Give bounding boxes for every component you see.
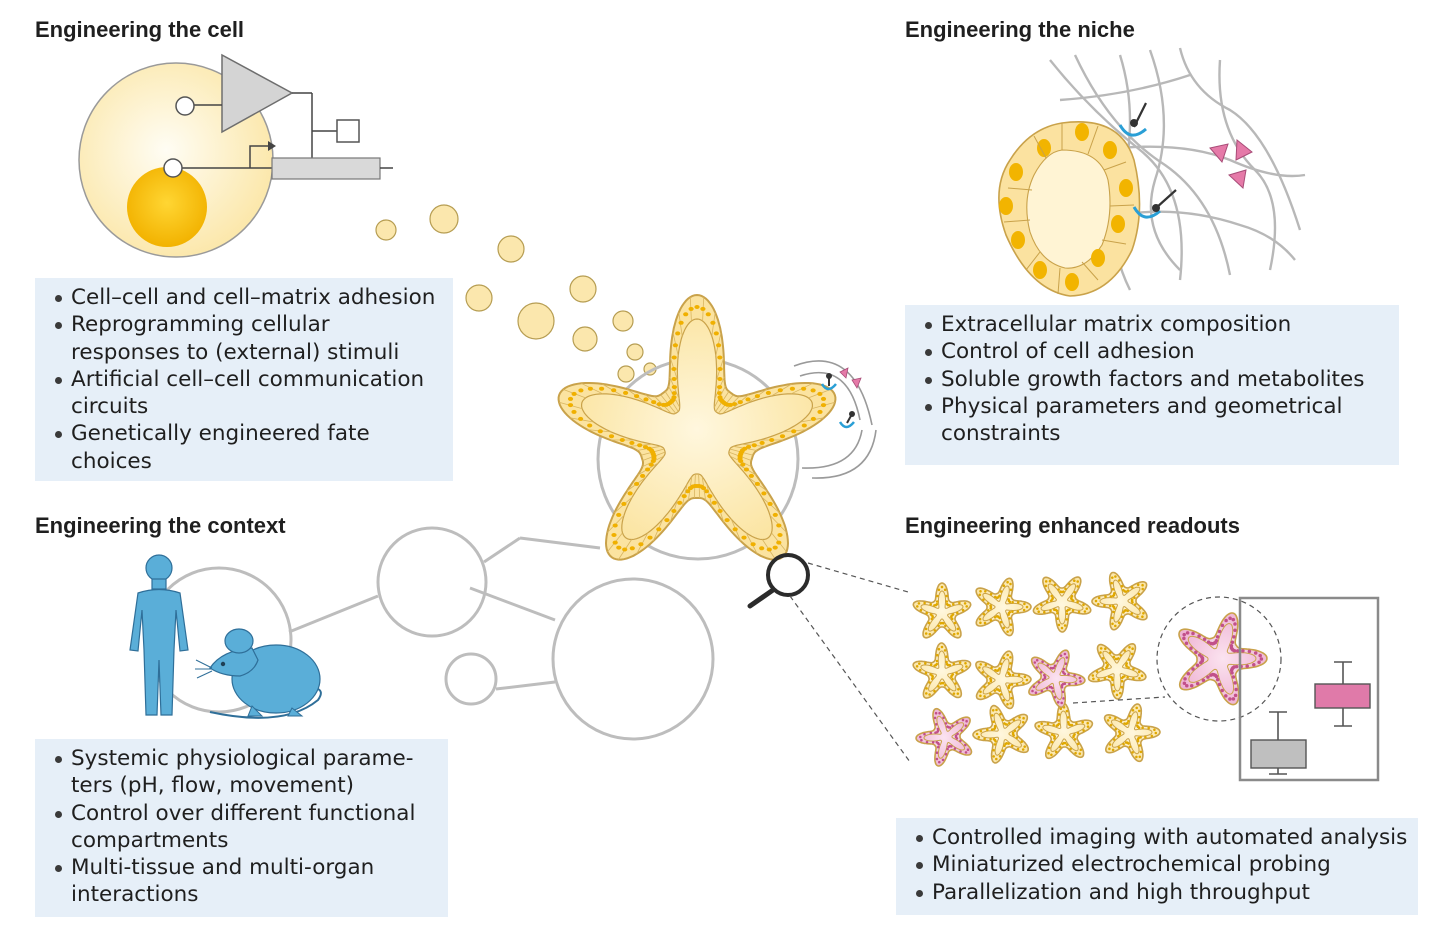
panel-engineering-niche: Extracellular matrix composition Control…	[905, 305, 1399, 465]
output-square	[336, 119, 360, 143]
list-item: Cell–cell and cell–matrix adhesion	[43, 284, 445, 311]
signal-arcs	[793, 360, 877, 479]
list-item: Control over different functional compar…	[43, 800, 440, 855]
niche-epithelium	[998, 121, 1141, 297]
list-item: Physical parameters and geometrical cons…	[913, 393, 1391, 448]
list-item: Miniaturized electrochemical probing	[904, 851, 1410, 878]
heading-engineering-cell: Engineering the cell	[35, 17, 245, 42]
boxplot-grey	[1250, 739, 1307, 769]
list-item: Soluble growth factors and metabolites	[913, 366, 1391, 393]
input-node-top	[175, 96, 195, 116]
niche-matrix-fibres	[1049, 47, 1306, 291]
organoid-receptors	[820, 367, 862, 429]
list-item: Reprogramming cellular responses to (ext…	[43, 311, 445, 366]
mouse-icon	[195, 628, 322, 719]
panel-engineering-readouts: Controlled imaging with automated analys…	[896, 818, 1418, 915]
list-item: Artificial cell–cell communication circu…	[43, 366, 445, 421]
list-item: Extracellular matrix composition	[913, 311, 1391, 338]
list-item: Genetically engineered fate choices	[43, 420, 445, 475]
panel-engineering-cell: Cell–cell and cell–matrix adhesion Repro…	[35, 278, 453, 481]
boxplot-pink	[1314, 683, 1371, 709]
list-item: Parallelization and high throughput	[904, 879, 1410, 906]
organoid-array	[912, 571, 1161, 767]
gene-bar	[271, 157, 381, 180]
list-item: Controlled imaging with automated analys…	[904, 824, 1410, 851]
list-item: Multi-tissue and multi-organ interaction…	[43, 854, 440, 909]
growth-factor-triangles	[1209, 138, 1253, 189]
heading-engineering-readouts: Engineering enhanced readouts	[905, 513, 1240, 538]
panel-engineering-context: Systemic physiological parame-ters (pH, …	[35, 739, 448, 917]
heading-engineering-context: Engineering the context	[35, 513, 286, 538]
cell-nucleus	[127, 167, 207, 247]
heading-engineering-niche: Engineering the niche	[905, 17, 1135, 42]
central-organoid	[557, 293, 837, 561]
zoomed-organoid-view	[1072, 596, 1282, 722]
zoom-dashed-lines	[789, 562, 911, 763]
niche-receptors	[1118, 102, 1177, 219]
secreted-vesicles	[375, 204, 657, 383]
human-icon	[129, 554, 189, 716]
input-node-bottom	[163, 158, 183, 178]
boxplot-panel	[1238, 596, 1380, 782]
magnifier-icon	[747, 553, 810, 609]
list-item: Systemic physiological parame-ters (pH, …	[43, 745, 440, 800]
engineered-cell-diagram	[78, 53, 393, 258]
amplifier-triangle	[221, 53, 294, 134]
list-item: Control of cell adhesion	[913, 338, 1391, 365]
